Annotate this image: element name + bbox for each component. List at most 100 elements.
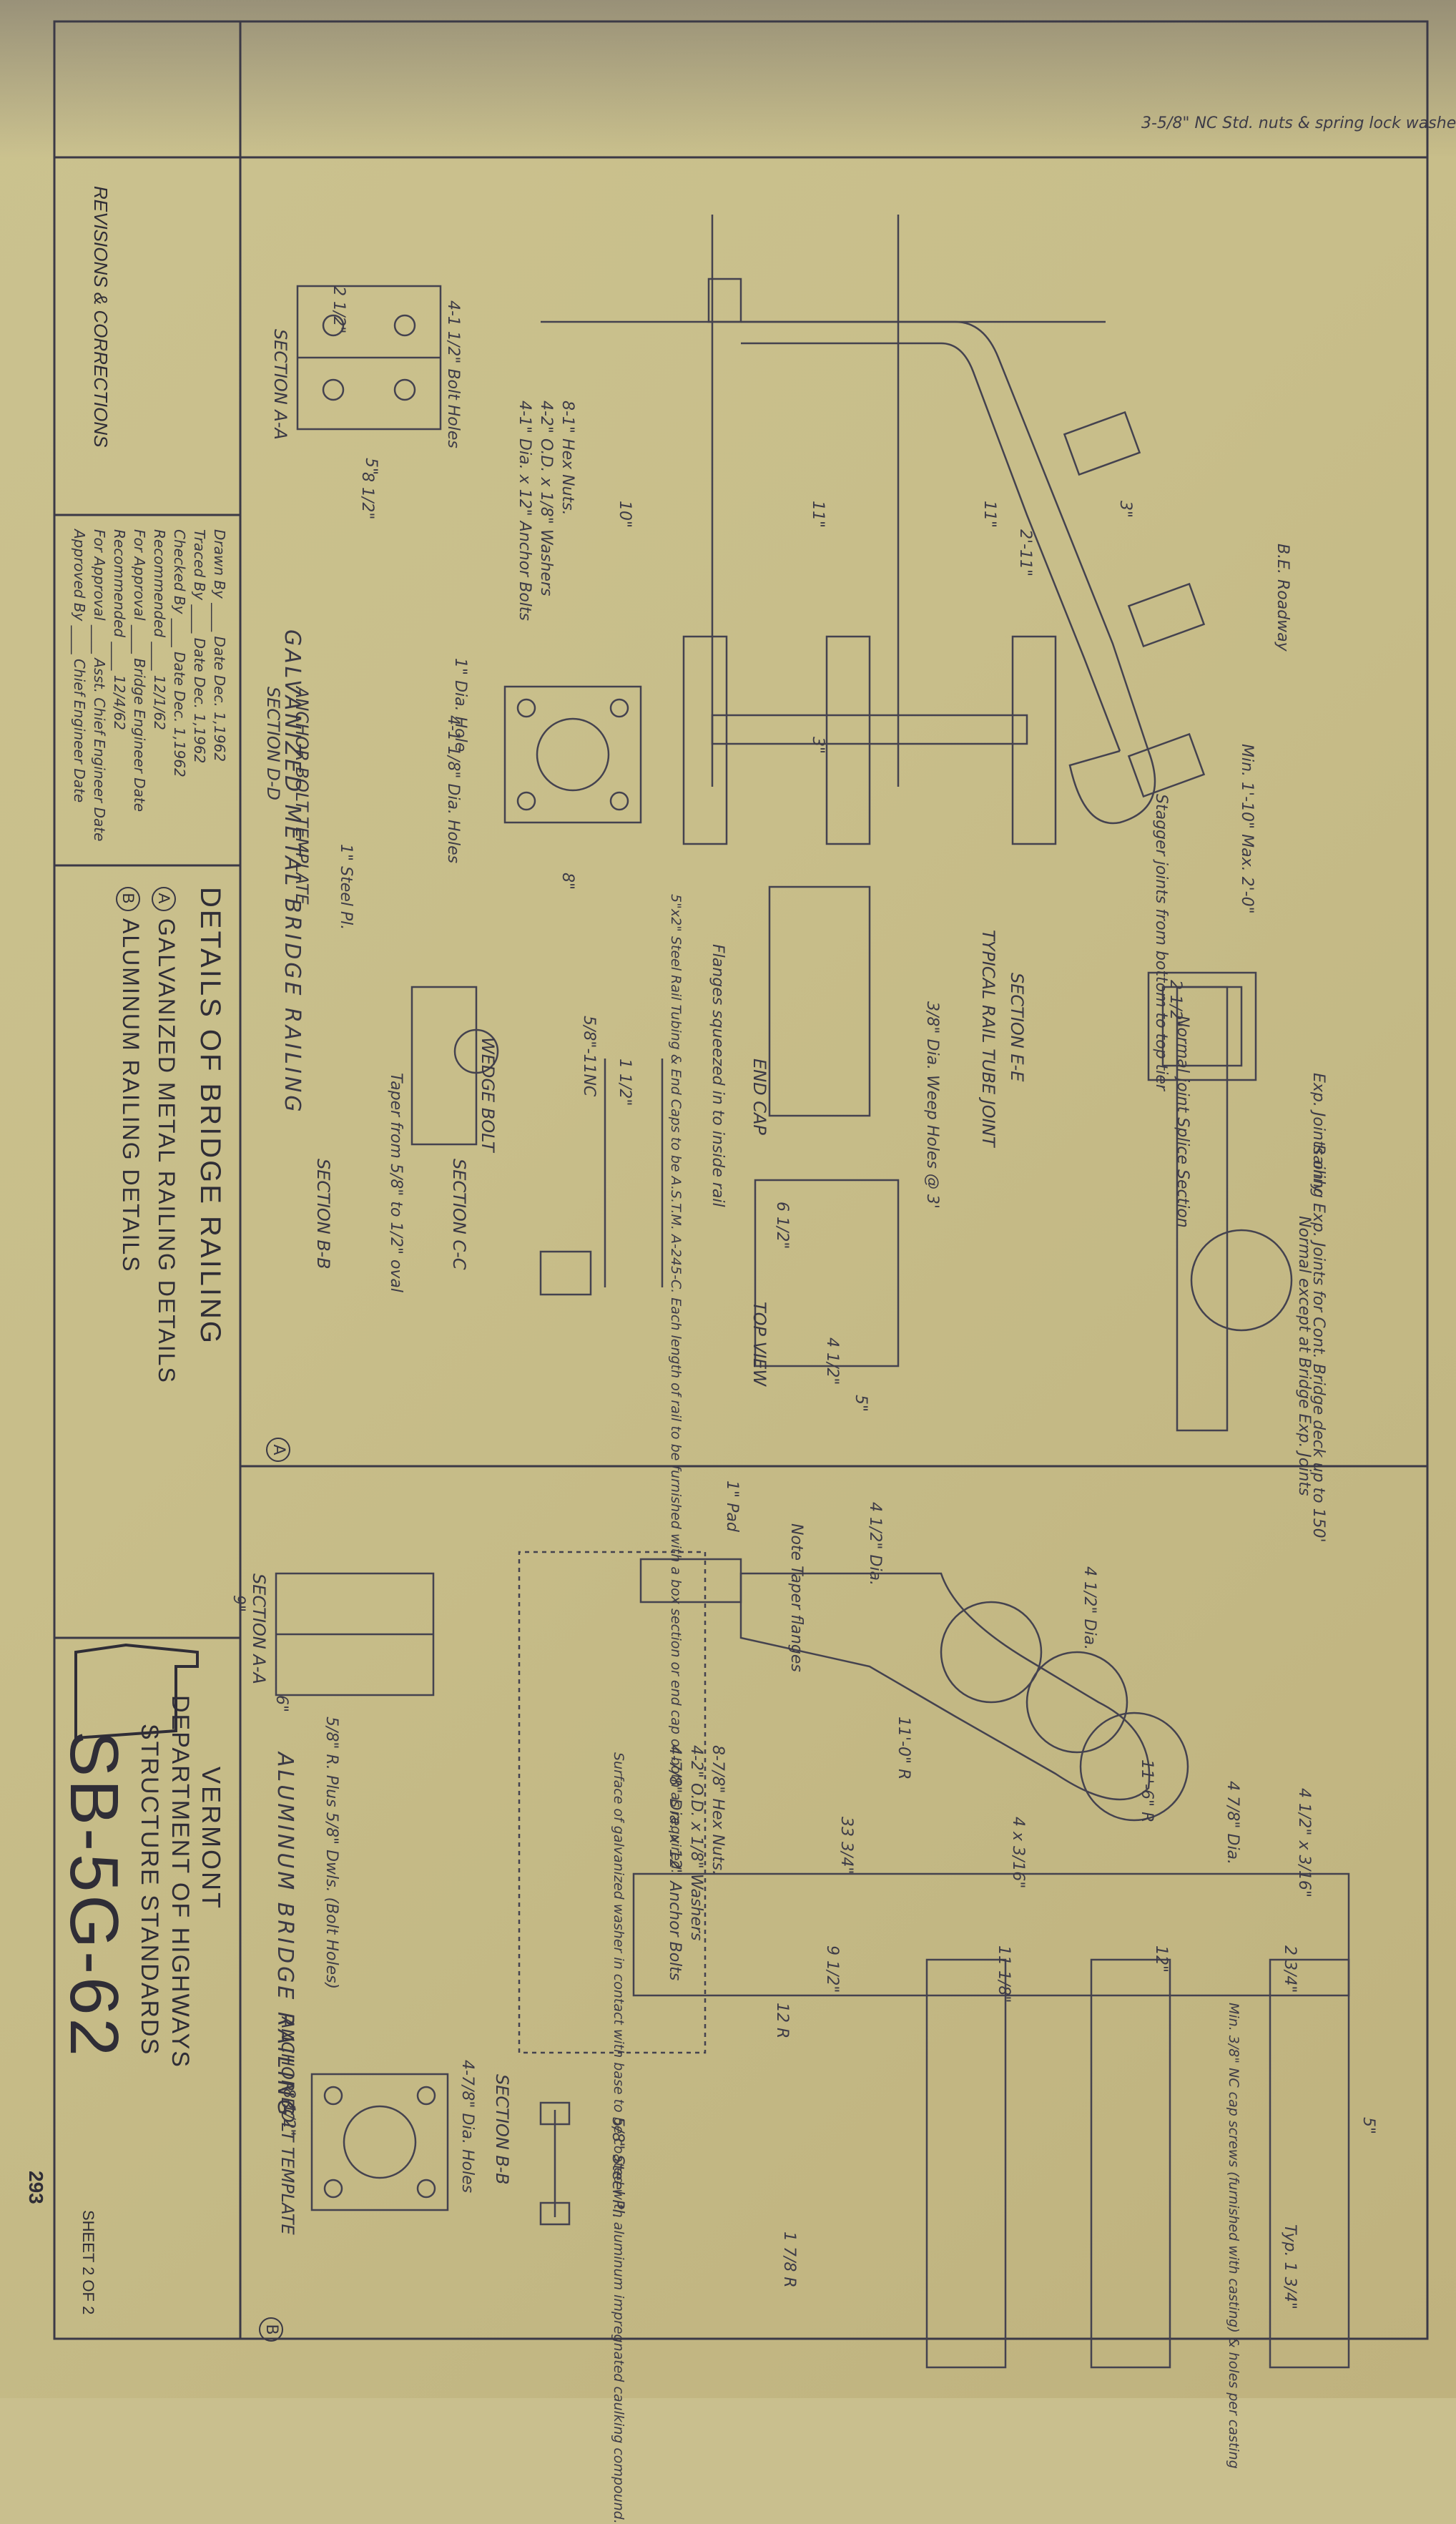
approval-block: Drawn By ____ Date Dec. 1,1962 Traced By…	[69, 529, 230, 858]
circle-a-icon: A	[152, 887, 176, 911]
note-a-6: Min. 1'-10" Max. 2'-0"	[1238, 744, 1256, 914]
dim-a-2: 11"	[809, 501, 827, 529]
dim-a-14: 3"	[809, 737, 827, 755]
dim-a-11: 5"	[852, 1395, 870, 1413]
approval-row-3: Checked By ____ Date Dec. 1,1962	[171, 529, 188, 777]
alum-rail-2	[1090, 1958, 1171, 2369]
rail-tube-3	[682, 635, 728, 845]
section-aa-a-label: SECTION A-A	[270, 329, 290, 440]
vermont-outline-logo	[74, 1643, 199, 1740]
anchor-bolt-template-plate	[503, 685, 642, 824]
anchor-template-a-label: ANCHOR BOLT TEMPLATE	[292, 687, 312, 905]
dim-b-2: 11 1/8"	[995, 1945, 1013, 2003]
dim-a-6: 8"	[559, 873, 576, 890]
approval-row-8: Approved By ____ Chief Engineer Date	[71, 529, 88, 803]
anchor-bolt-template-b	[310, 2073, 449, 2211]
note-b-3: Note Taper flanges	[787, 1523, 805, 1672]
approval-row-6: Recommended ____ 12/4/62	[111, 529, 128, 730]
concrete-deck	[518, 1551, 707, 2054]
approval-row-7: For Approval ____ Asst. Chief Engineer D…	[91, 529, 108, 842]
dim-b-10: 1 7/8 R	[780, 2231, 798, 2288]
base-plate-a	[707, 278, 742, 323]
dim-b-9: 12 R	[773, 2003, 791, 2039]
section-bb-a-label: SECTION B-B	[313, 1159, 333, 1270]
section-dd-a-label: SECTION D-D	[263, 687, 283, 800]
panel-a-marker: A	[266, 1438, 290, 1469]
division-name: STRUCTURE STANDARDS	[136, 1724, 163, 2056]
note-a-17: Normal except at Bridge Exp. Joints	[1295, 1216, 1313, 1496]
note-a-5: B.E. Roadway	[1274, 544, 1292, 652]
dim-b-6: 6"	[272, 1695, 290, 1713]
dim-b-7: 8 1/2"	[280, 2088, 297, 2136]
subtitle-b: BALUMINUM RAILING DETAILS	[116, 887, 144, 1272]
note-a-0: 3-5/8" NC Std. nuts & spring lock washer…	[1141, 114, 1456, 132]
note-b-0: 4 7/8" Dia.	[1224, 1781, 1241, 1865]
dim-b-1: 9 1/2"	[823, 1945, 841, 1993]
dim-a-10: 4 1/2"	[823, 1337, 841, 1385]
dim-a-8: 5"	[362, 458, 380, 476]
note-b-14: Min. 3/8" NC cap screws (furnished with …	[1226, 2003, 1241, 2469]
approval-row-2: Traced By ____ Date Dec. 1,1962	[191, 529, 208, 764]
note-b-2: 4 1/2" Dia.	[866, 1502, 884, 1586]
alum-post-elevation	[632, 1872, 1350, 1997]
approval-row-4: Recommended ____ 12/1/62	[151, 529, 168, 730]
note-b-5: 4-7/8" Dia. x 12" Anchor Bolts	[666, 1745, 684, 1981]
section-cc-a-label: SECTION C-C	[449, 1159, 469, 1270]
note-b-8: 11'-0" R	[895, 1717, 913, 1780]
note-b-12: 4-7/8" Dia. Holes	[458, 2060, 476, 2194]
rail-circle-2	[1025, 1651, 1128, 1754]
note-a-13: 3/8" Dia. Weep Holes @ 3'	[923, 1001, 941, 1209]
dim-a-7: 8 1/2"	[358, 472, 376, 520]
section-ee-a-label: SECTION E-E	[1007, 973, 1027, 1082]
note-a-11: 5"x2" Steel Rail Tubing & End Caps to be…	[668, 894, 684, 1874]
dim-a-9: 6 1/2"	[773, 1202, 791, 1249]
aluminum-post-outline	[739, 1572, 1151, 1801]
note-a-19: Taper from 5/8" to 1/2" oval	[387, 1073, 405, 1293]
note-a-3: 4-2" O.D. x 1/8" Washers	[537, 401, 555, 596]
drawing-linework	[53, 20, 1429, 2369]
note-b-15: 4 1/2" x 3/16"	[1295, 1788, 1313, 1898]
note-b-11: 5/8" R. Plus 5/8" Dwls. (Bolt Holes)	[323, 1717, 340, 1990]
dim-b-5: 5"	[1359, 2117, 1377, 2135]
dim-a-0: 2'-11"	[1016, 529, 1034, 577]
post-base	[639, 1558, 742, 1604]
rail-tube-1	[1011, 635, 1057, 845]
approval-row-5: For Approval ____ Bridge Engineer Date	[131, 529, 148, 812]
note-b-6: 4-2" O.D. x 1/8" Washers	[687, 1745, 705, 1941]
dim-b-3: 12"	[1152, 1945, 1170, 1973]
dim-b-0: 33 3/4"	[837, 1817, 855, 1875]
revisions-heading: REVISIONS & CORRECTIONS	[90, 186, 112, 448]
alum-rail-1	[1269, 1958, 1350, 2369]
section-bb-b-label: SECTION B-B	[492, 2074, 512, 2185]
note-b-9: 11'-6" R	[1138, 1759, 1156, 1823]
rail-tube-2	[825, 635, 871, 845]
dim-a-1: 10"	[616, 501, 634, 529]
wedge-bolt-label: WEDGE BOLT	[478, 1037, 498, 1152]
dim-b-4: 2 3/4"	[1281, 1945, 1299, 1993]
note-a-18: 5/8"-11NC	[580, 1016, 598, 1097]
dim-a-13: 2 1/2"	[1166, 980, 1184, 1028]
end-cap-top	[754, 1179, 900, 1367]
subtitle-a: AGALVANIZED METAL RAILING DETAILS	[152, 887, 179, 1384]
rail-tube-joint-label: TYPICAL RAIL TUBE JOINT	[978, 930, 998, 1147]
sheet-number: SHEET 2 OF 2	[79, 2210, 97, 2315]
dim-a-12: 1 1/2"	[616, 1059, 634, 1106]
section-aa-b-label: SECTION A-A	[249, 1573, 269, 1684]
note-b-16: 4 x 3/16"	[1009, 1817, 1027, 1889]
dim-a-5: 2 1/2"	[330, 286, 348, 334]
note-b-4: 1" Pad	[723, 1480, 741, 1532]
circle-b-icon: B	[116, 887, 140, 911]
dim-b-11: Typ. 1 3/4"	[1281, 2224, 1299, 2310]
rail-circle-1	[940, 1601, 1043, 1704]
note-b-7: 8-7/8" Hex Nuts.	[709, 1745, 727, 1876]
end-cap-side	[768, 885, 871, 1117]
drawing-number: SB-5G-62	[56, 1731, 132, 2059]
note-a-10: 1" Steel Pl.	[337, 844, 355, 930]
note-a-7: Stagger joints from bottom to top tier	[1152, 794, 1170, 1091]
file-number: 293	[25, 2171, 47, 2204]
dim-a-4: 3"	[1116, 501, 1134, 519]
panel-b-marker: B	[259, 2317, 283, 2349]
note-b-1: 4 1/2" Dia.	[1081, 1566, 1098, 1651]
dim-b-8: 9"	[230, 1595, 247, 1613]
